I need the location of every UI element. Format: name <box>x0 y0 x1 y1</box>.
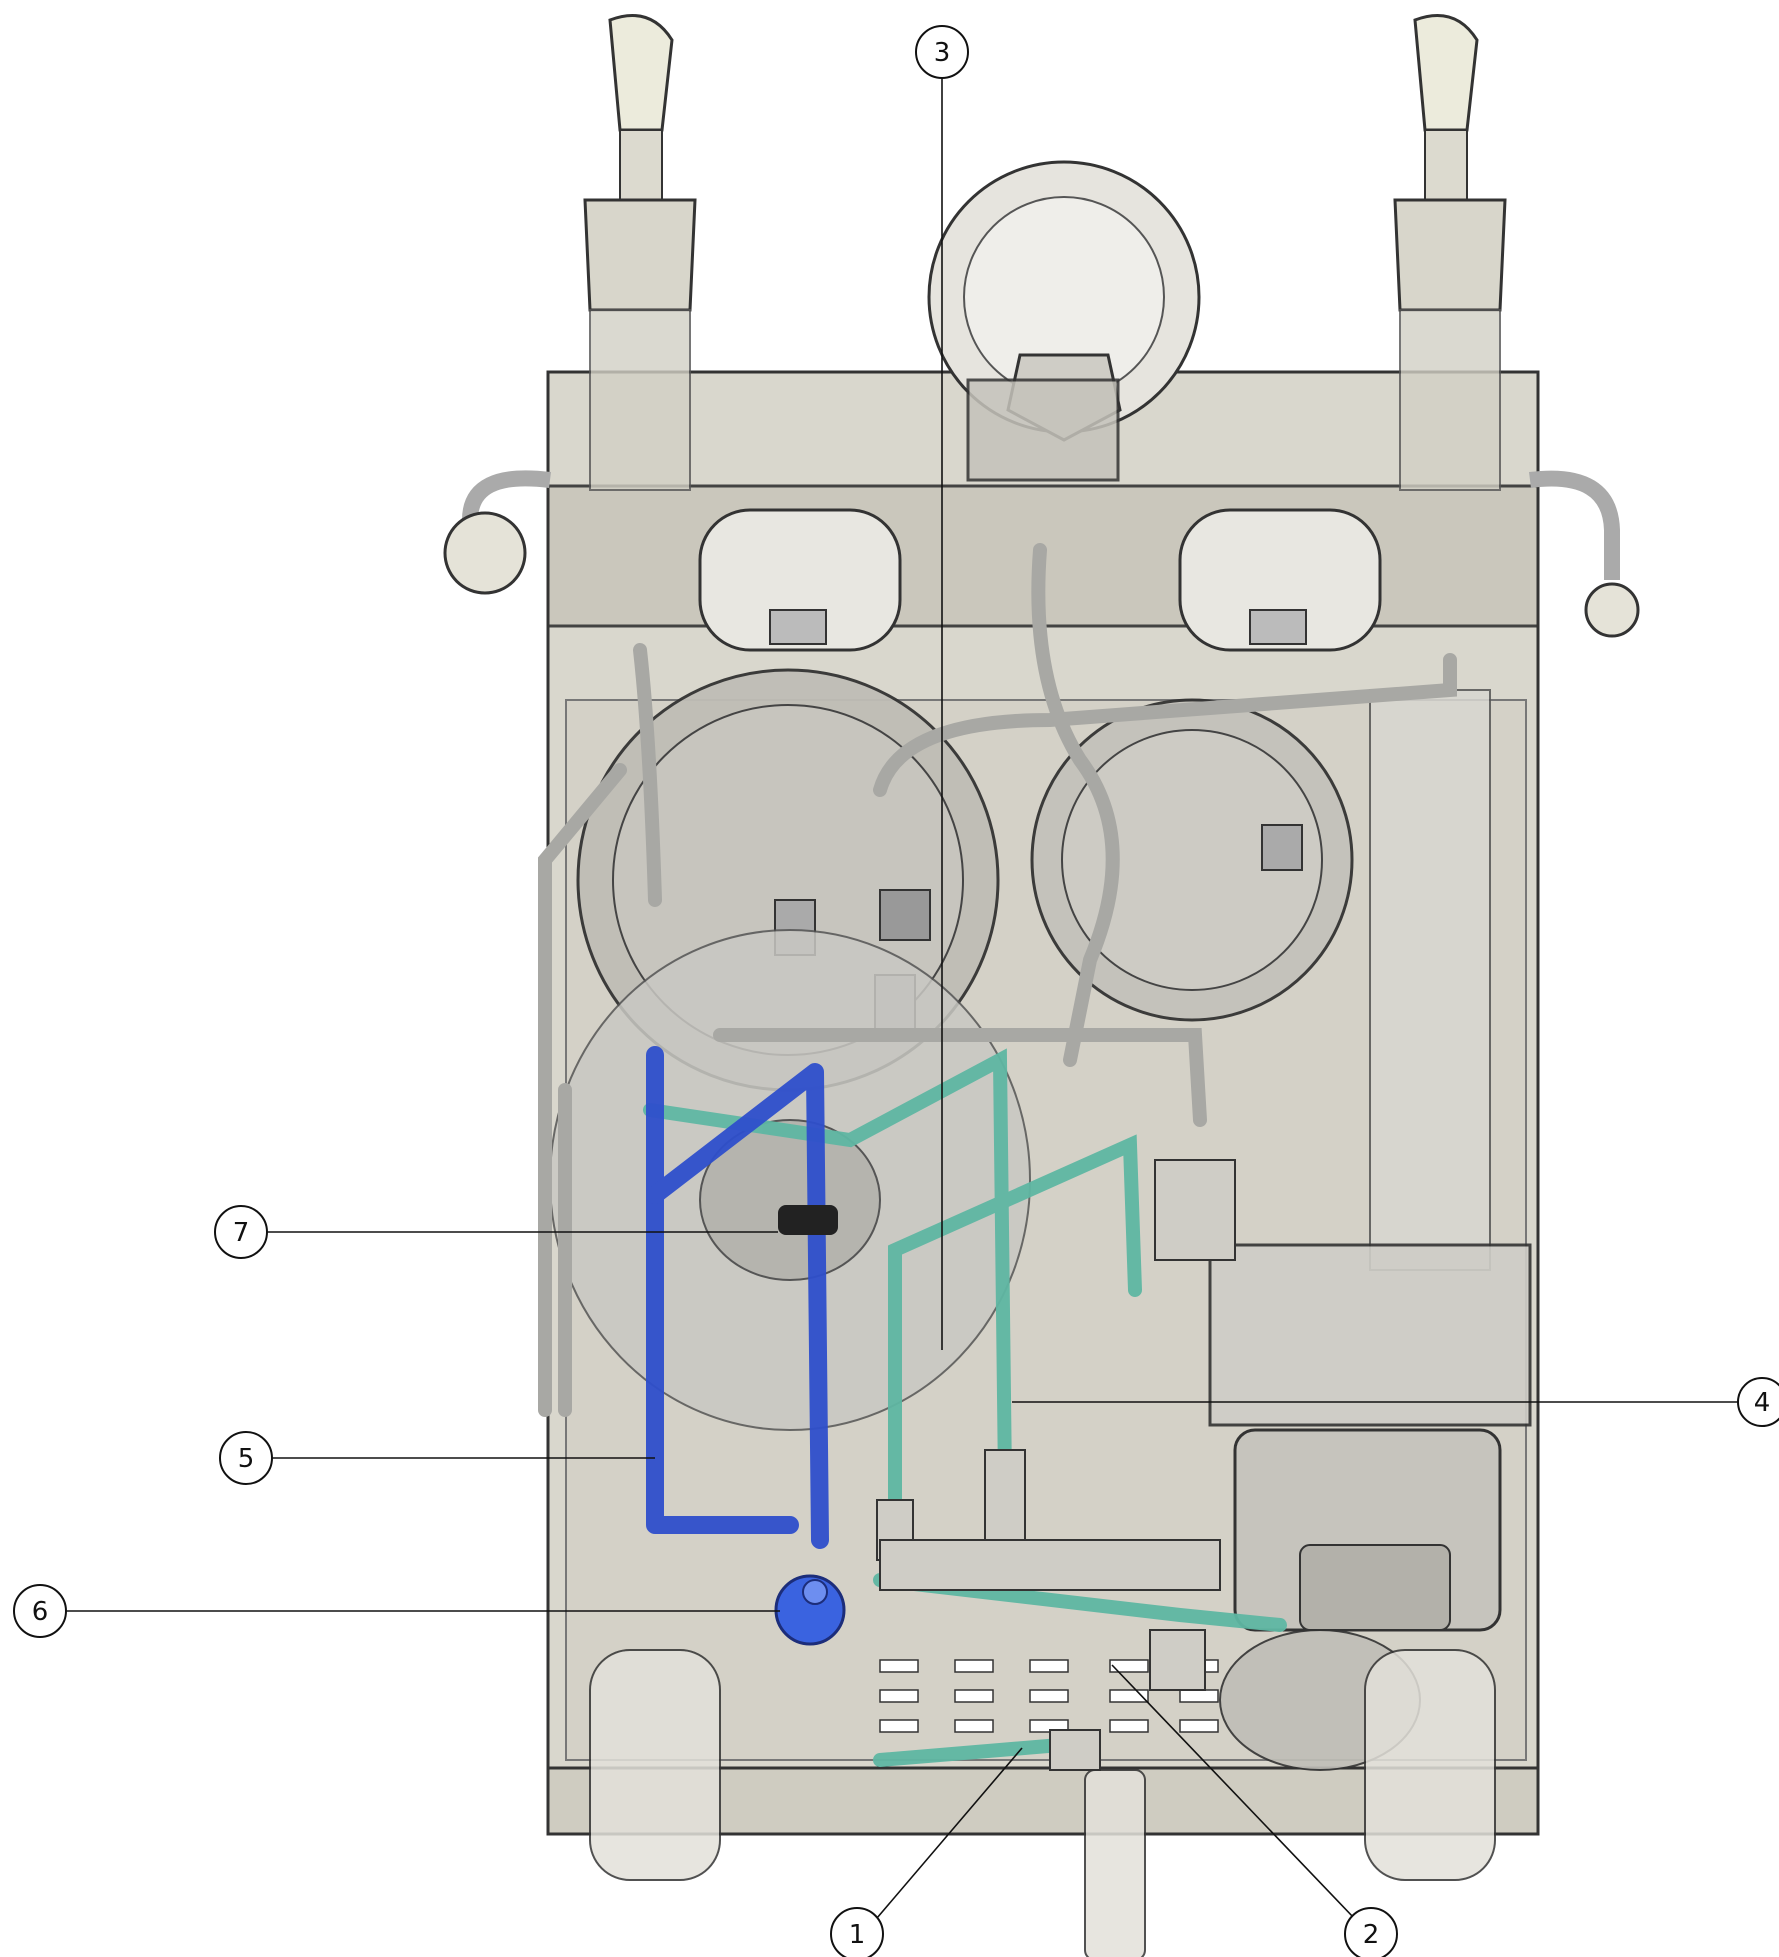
svg-text:2: 2 <box>1363 1920 1380 1950</box>
left-pressure-gauge <box>698 508 902 652</box>
pump <box>1219 1428 1502 1771</box>
svg-text:6: 6 <box>32 1597 49 1627</box>
right-pressure-gauge <box>1178 508 1382 652</box>
left-valve-knob <box>443 14 697 595</box>
blue-filter <box>774 1574 846 1646</box>
callout-6: 6 <box>13 1584 67 1638</box>
callouts: 1 2 3 4 5 6 7 <box>13 25 1779 1957</box>
clear-tubing <box>538 543 1457 1417</box>
callout-4: 4 <box>1737 1377 1779 1427</box>
group-head <box>927 160 1201 482</box>
svg-text:4: 4 <box>1754 1388 1771 1418</box>
blue-tubing <box>646 1046 829 1549</box>
leader-line-1 <box>876 1747 1023 1919</box>
svg-text:3: 3 <box>934 38 951 68</box>
right-valve-knob <box>1393 14 1640 638</box>
callout-5: 5 <box>219 1431 273 1485</box>
fittings-teal <box>876 1159 1236 1771</box>
svg-text:5: 5 <box>238 1444 255 1474</box>
leader-line-2 <box>1111 1664 1355 1919</box>
callout-7: 7 <box>214 1205 268 1259</box>
hose-clamp <box>778 1205 838 1235</box>
water-reservoir <box>549 929 1031 1431</box>
machine-feet <box>589 1649 1496 1957</box>
callout-1: 1 <box>830 1907 884 1957</box>
callout-2: 2 <box>1344 1907 1398 1957</box>
svg-text:7: 7 <box>233 1218 250 1248</box>
svg-text:1: 1 <box>849 1920 866 1950</box>
control-module <box>1208 689 1532 1427</box>
callout-3: 3 <box>915 25 969 79</box>
right-boiler <box>1030 698 1354 1022</box>
